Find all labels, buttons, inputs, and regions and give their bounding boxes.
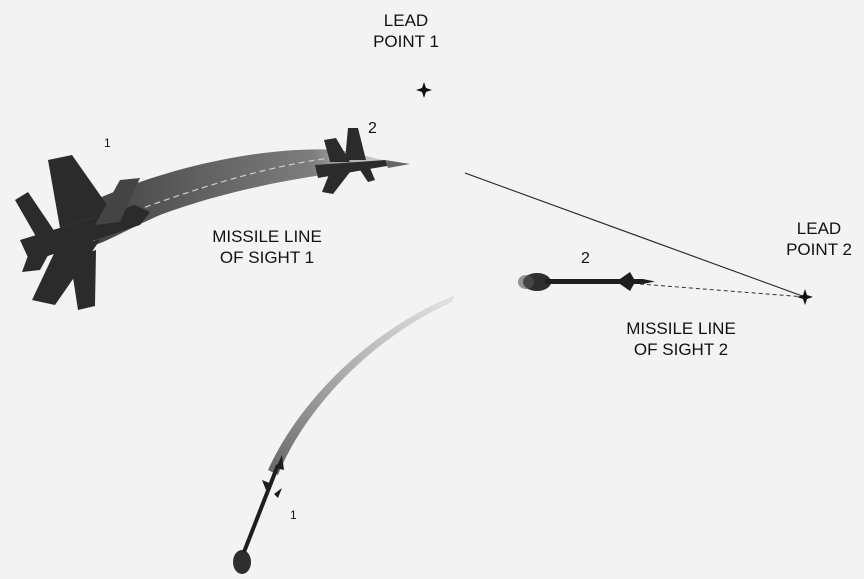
missile-line-of-sight-1-label: MISSILE LINE OF SIGHT 1 [192,226,342,268]
missile-line-of-sight-2-label: MISSILE LINE OF SIGHT 2 [606,318,756,360]
lead-point-2-label-line-2: POINT 2 [776,239,862,260]
lead-point-2-label-line-1: LEAD [776,218,862,239]
missile-position-2-label: 2 [581,250,590,268]
missile-line-of-sight-2 [640,284,805,297]
missile-los-2-label-line-2: OF SIGHT 2 [606,339,756,360]
missile-los-2-label-line-1: MISSILE LINE [606,318,756,339]
aircraft-position-2-label: 2 [368,120,377,138]
lead-point-2-label: LEAD POINT 2 [776,218,862,260]
missile-los-1-label-line-2: OF SIGHT 1 [192,247,342,268]
lead-point-star-icon [416,82,432,98]
missile-icon [518,272,655,291]
missile-icon [233,455,284,574]
lead-point-1-label-line-2: POINT 1 [367,31,445,52]
lead-point-star-icon [797,289,813,305]
missile-position-1-label: 1 [290,506,297,524]
missile-flight-path [268,295,455,475]
target-to-lead-point-2-line [465,173,805,297]
lead-point-1-label: LEAD POINT 1 [367,10,445,52]
lead-point-1-label-line-1: LEAD [367,10,445,31]
fighter-jet-icon [15,155,150,310]
aircraft-position-1-label: 1 [104,134,111,152]
missile-los-1-label-line-1: MISSILE LINE [192,226,342,247]
